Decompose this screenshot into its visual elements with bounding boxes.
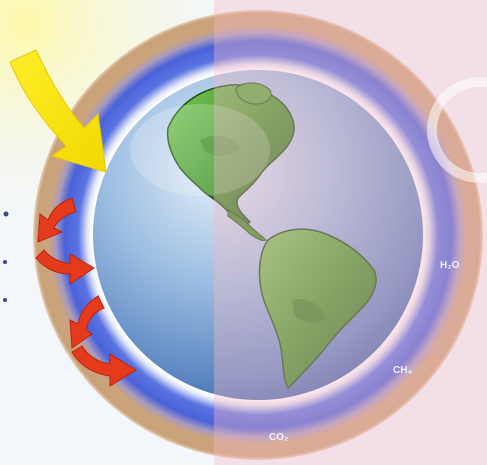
co2-label: CO₂: [269, 432, 288, 443]
north-america-shadow: [200, 135, 240, 156]
heat-arrow-2: [35, 249, 95, 285]
ch4-label: CH₄: [393, 365, 412, 376]
reflected-heat-arrow-icon: [35, 197, 137, 387]
south-america-shadow: [292, 298, 326, 323]
greenland-landmass: [235, 82, 272, 105]
central-america-landmass: [227, 209, 267, 241]
heat-arrow-4: [71, 345, 137, 387]
left-edge-marks: [3, 211, 9, 302]
heat-arrow-1: [37, 197, 77, 243]
earth-globe-icon: [93, 70, 423, 400]
h2o-label: H₂O: [440, 260, 460, 271]
pink-overlay: [214, 0, 487, 465]
globe-highlight: [130, 104, 270, 196]
heat-arrow-3: [69, 295, 105, 349]
sunlight-arrow-icon: [9, 49, 107, 173]
